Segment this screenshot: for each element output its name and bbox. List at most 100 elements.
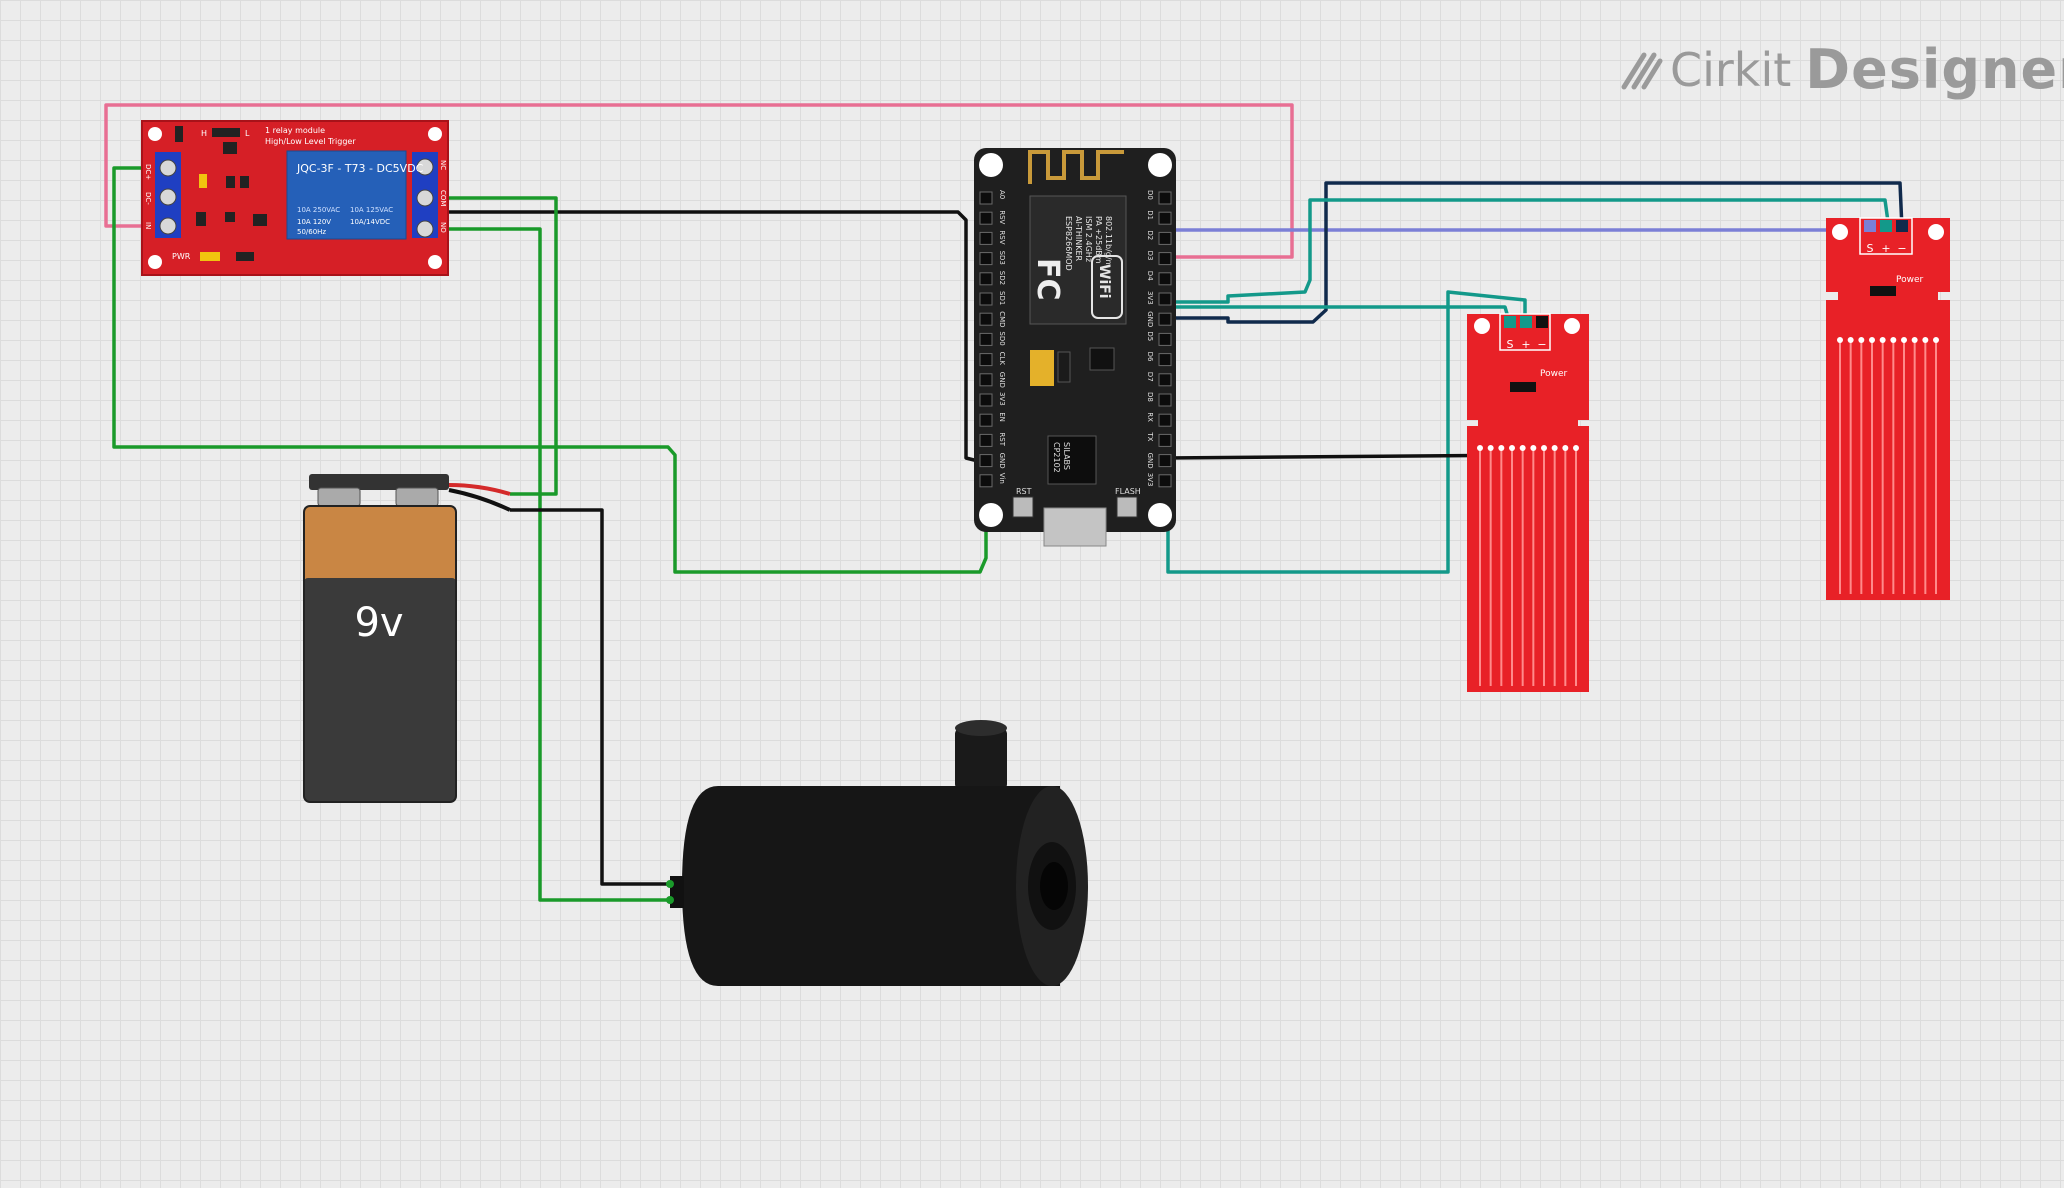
right-pin-label-13: GND <box>1146 453 1154 469</box>
relay-term-no: NO <box>439 222 447 233</box>
left-pin-cmd-6[interactable] <box>979 312 993 326</box>
battery-label: 9v <box>354 600 403 646</box>
relay-module[interactable]: 1 relay module High/Low Level Trigger H … <box>141 120 449 276</box>
right-pin-gnd-6[interactable] <box>1158 312 1172 326</box>
right-pin-label-7: D5 <box>1146 331 1154 341</box>
wire-teal-vcc2[interactable] <box>1165 198 1891 304</box>
relay-jumper-l: L <box>245 129 250 138</box>
right-pin-label-1: D1 <box>1146 210 1154 220</box>
sensor2-traces-pad-4 <box>1879 337 1886 343</box>
left-pin-clk-8[interactable] <box>979 353 993 367</box>
relay-title-2: High/Low Level Trigger <box>265 137 356 146</box>
battery-9v[interactable]: 9v <box>303 474 511 803</box>
left-pin-label-7: SD0 <box>998 331 1006 345</box>
sensor2-traces-pad-7 <box>1911 337 1918 343</box>
usb-port[interactable] <box>1043 507 1107 547</box>
left-pin-label-1: RSV <box>998 210 1006 224</box>
sensor1-pin-labels-1: + <box>1521 338 1530 351</box>
sensor1-traces-pad-9 <box>1573 445 1579 451</box>
sensor2-traces-pad-6 <box>1901 337 1907 343</box>
right-pin-3v3-14[interactable] <box>1158 474 1172 488</box>
esp-chip-model: CP2102 <box>1052 442 1061 473</box>
left-pin-sd0-7[interactable] <box>979 332 993 346</box>
wire-black-relay-esp[interactable] <box>200 210 987 465</box>
right-pin-label-0: D0 <box>1146 190 1154 200</box>
right-pin-d8-10[interactable] <box>1158 393 1172 407</box>
right-pin-label-8: D6 <box>1146 352 1154 362</box>
left-pin-rsv-2[interactable] <box>979 231 993 245</box>
rst-button[interactable] <box>1012 496 1034 518</box>
esp8266-nodemcu[interactable]: FC ESP8266MOD AI-THINKER ISM 2.4GHz PA +… <box>974 148 1176 547</box>
right-pin-d0-0[interactable] <box>1158 191 1172 205</box>
left-pin-sd3-3[interactable] <box>979 252 993 266</box>
right-pin-3v3-5[interactable] <box>1158 292 1172 306</box>
left-pin-gnd-9[interactable] <box>979 373 993 387</box>
wire-green-com-battery[interactable] <box>422 196 558 496</box>
right-pin-rx-11[interactable] <box>1158 413 1172 427</box>
left-pin-label-8: CLK <box>998 352 1006 366</box>
dc-motor[interactable] <box>666 720 1088 986</box>
right-pin-d2-2[interactable] <box>1158 231 1172 245</box>
left-pin-a0-0[interactable] <box>979 191 993 205</box>
right-pin-d6-8[interactable] <box>1158 353 1172 367</box>
usb-chip <box>1047 435 1097 485</box>
wire-navy-gnd[interactable] <box>1165 181 1904 324</box>
relay-rating-1a: 10A 250VAC <box>297 206 340 214</box>
wire-teal-vcc1[interactable] <box>1166 290 1527 574</box>
left-pin-sd2-4[interactable] <box>979 272 993 286</box>
sensor2-traces-pad-3 <box>1869 337 1875 343</box>
right-pin-d3-3[interactable] <box>1158 252 1172 266</box>
left-pin-label-3: SD3 <box>998 251 1006 265</box>
left-pin-label-11: EN <box>998 412 1006 422</box>
relay-pin-in: IN <box>144 222 152 229</box>
relay-rating-2b: 10A/14VDC <box>350 218 390 226</box>
right-pin-d4-4[interactable] <box>1158 272 1172 286</box>
wire-green-relay-vin[interactable] <box>112 166 988 574</box>
sensor1-traces-pad-1 <box>1487 445 1494 451</box>
sensor1-traces-pad-6 <box>1541 445 1547 451</box>
sensor2-pin-label-0: S <box>1867 242 1874 255</box>
left-pin-sd1-5[interactable] <box>979 292 993 306</box>
water-sensor-2[interactable]: S+− Power <box>1826 217 1950 600</box>
sensor1-traces-pad-2 <box>1498 445 1505 451</box>
left-pin-label-12: RST <box>998 432 1006 446</box>
right-pin-d7-9[interactable] <box>1158 373 1172 387</box>
esp-fc-logo: FC <box>1030 258 1065 301</box>
motor-terminal-pos[interactable] <box>666 896 674 904</box>
relay-model: JQC-3F - T73 - DC5VDC <box>296 162 424 175</box>
sensor2-power-label: Power <box>1896 275 1924 285</box>
left-pin-en-11[interactable] <box>979 413 993 427</box>
left-pin-rst-12[interactable] <box>979 433 993 447</box>
cirkit-logo-icon <box>1621 52 1663 89</box>
right-pin-label-4: D4 <box>1146 271 1154 281</box>
cirkit-designer-logo: Cirkit Designer <box>1618 38 2064 101</box>
right-pin-d5-7[interactable] <box>1158 332 1172 346</box>
sensor1-traces-pad-8 <box>1562 445 1569 451</box>
left-pin-label-4: SD2 <box>998 271 1006 285</box>
esp-module <box>1029 195 1127 325</box>
sensor2-traces-pad-5 <box>1890 337 1897 343</box>
left-pin-label-0: A0 <box>998 190 1006 199</box>
right-pin-gnd-13[interactable] <box>1158 454 1172 468</box>
sensor1-pin-labels-0: S <box>1507 338 1514 351</box>
water-sensor-1[interactable]: S+− Power <box>1467 313 1589 692</box>
right-pin-d1-1[interactable] <box>1158 211 1172 225</box>
right-pin-label-3: D3 <box>1146 251 1154 261</box>
wire-black-battery-motor[interactable] <box>510 508 670 886</box>
wire-green-no-motor[interactable] <box>422 227 670 902</box>
right-pin-label-2: D2 <box>1146 230 1154 240</box>
right-pin-label-9: D7 <box>1146 372 1154 382</box>
wire-lavender-signal[interactable] <box>1163 225 1881 242</box>
left-pin-gnd-13[interactable] <box>979 454 993 468</box>
wire-pink-vcc[interactable] <box>104 103 1294 259</box>
motor-terminal-neg[interactable] <box>666 880 674 888</box>
flash-button[interactable] <box>1116 496 1138 518</box>
relay-term-com: COM <box>439 190 447 206</box>
left-pin-rsv-1[interactable] <box>979 211 993 225</box>
right-pin-label-6: GND <box>1146 311 1154 327</box>
right-pin-tx-12[interactable] <box>1158 433 1172 447</box>
left-pin-3v3-10[interactable] <box>979 393 993 407</box>
left-pin-vin-14[interactable] <box>979 474 993 488</box>
esp-wifi-label: WiFi <box>1096 264 1112 299</box>
